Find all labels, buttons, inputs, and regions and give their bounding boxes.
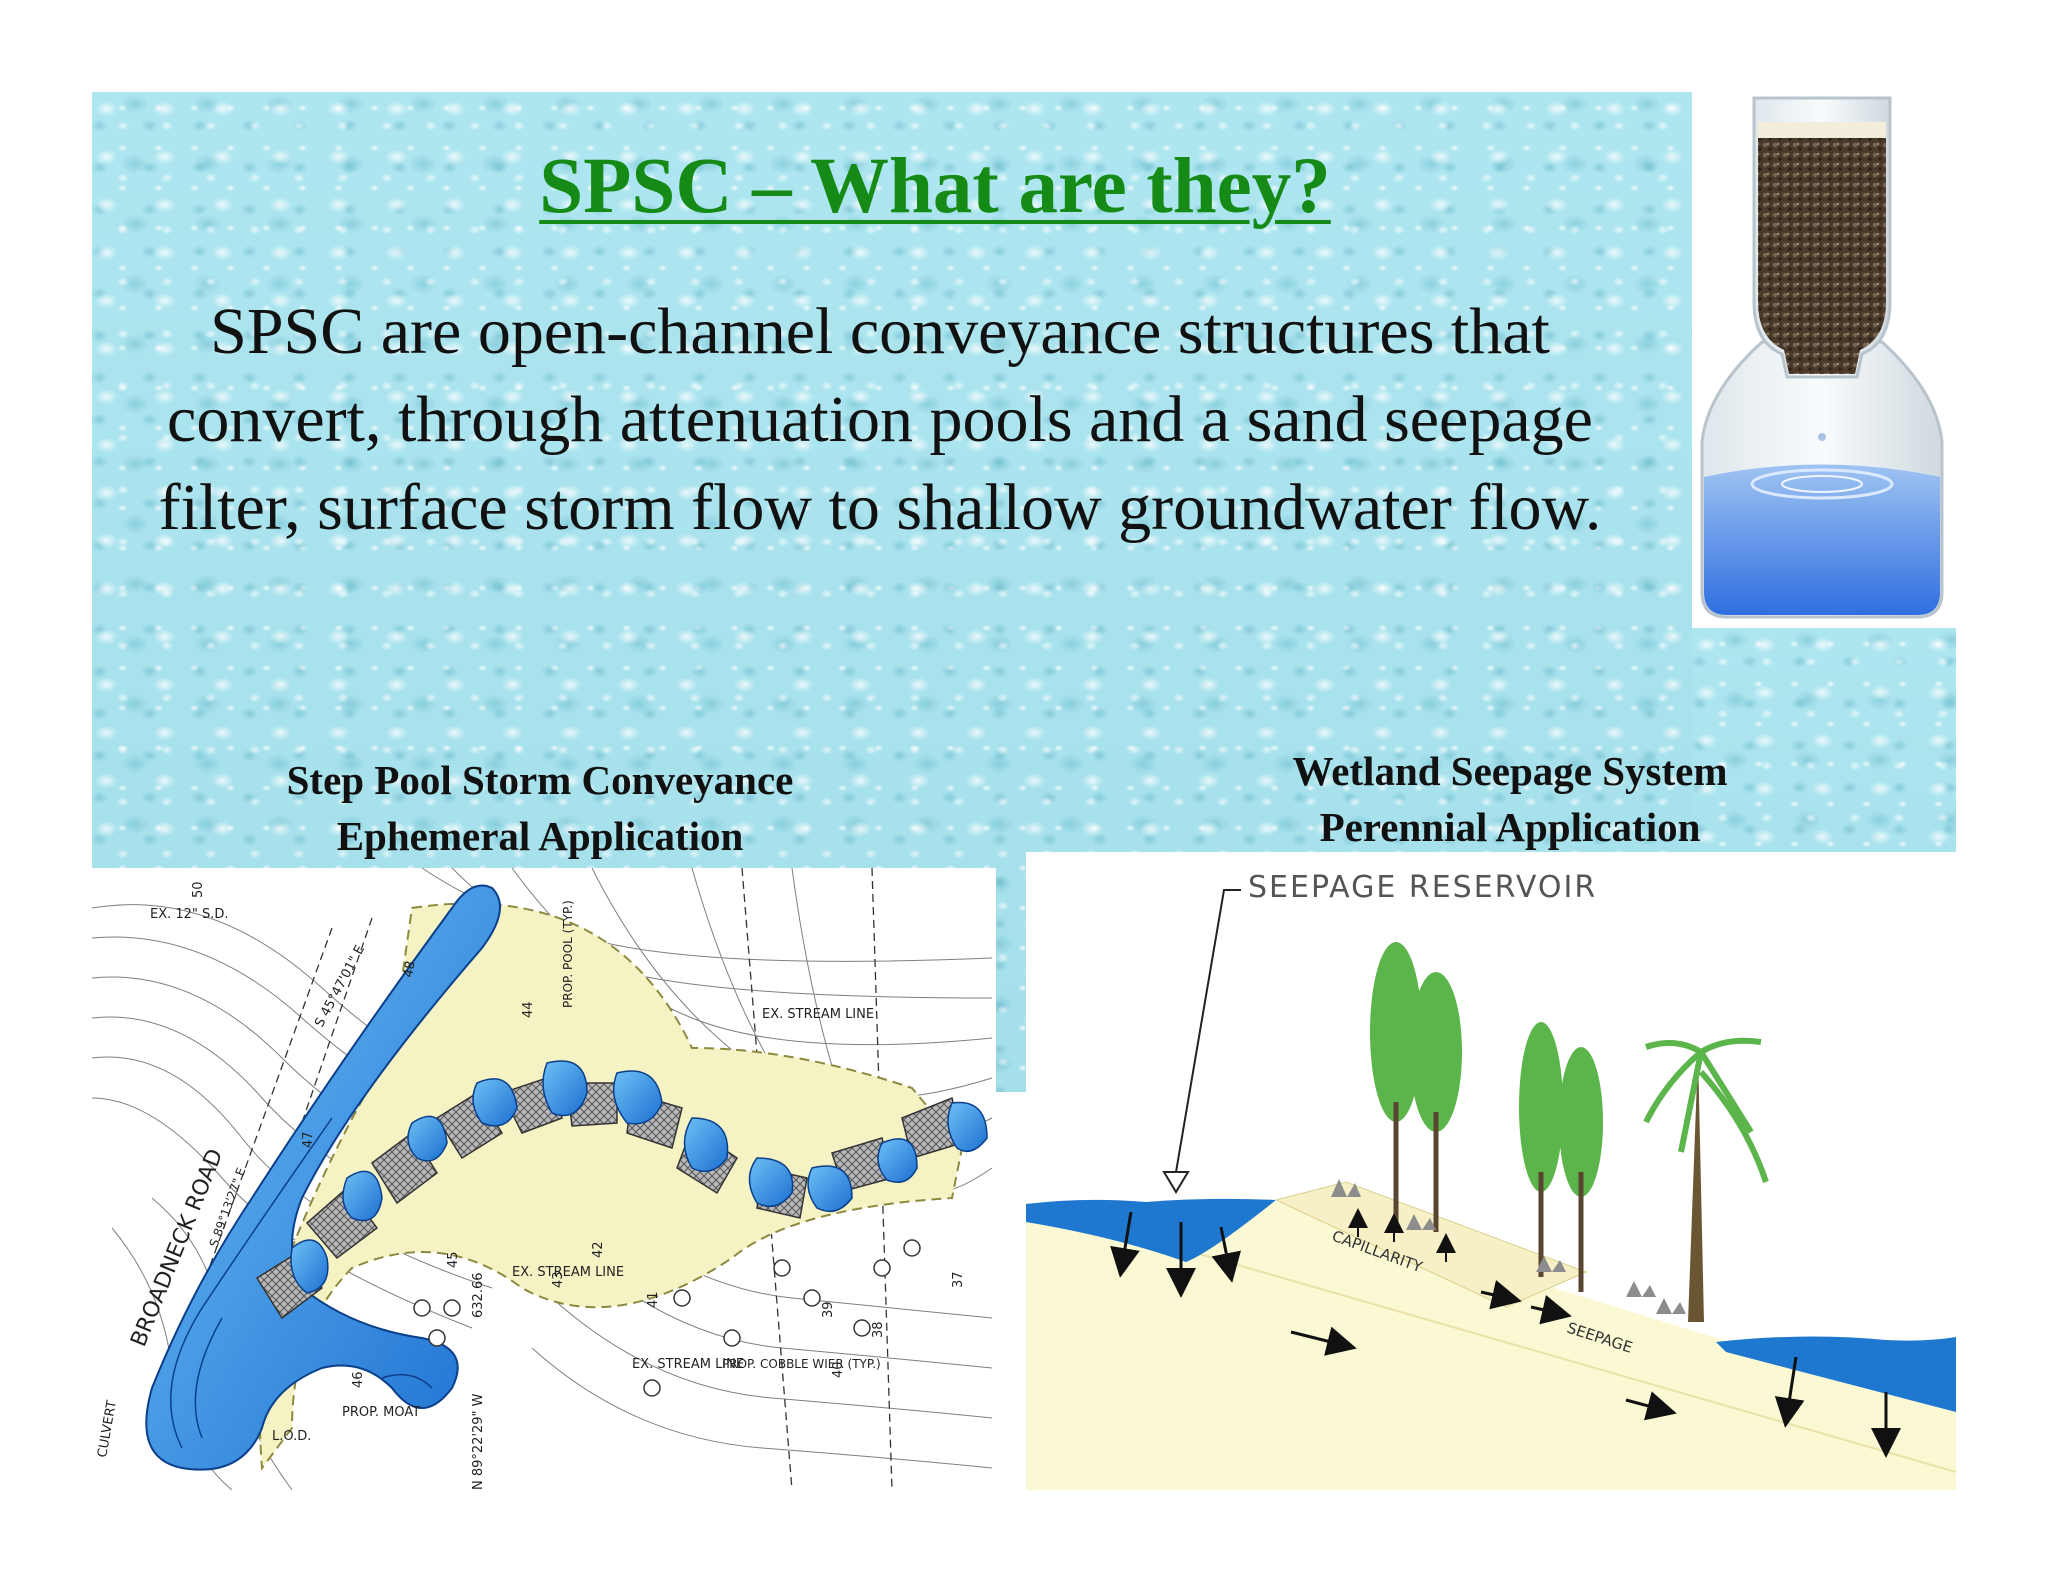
contour-tag: 38 [871,1321,886,1338]
contour-tag: 50 [191,881,206,898]
contour-tag: 46 [351,1371,366,1388]
contour-tag: 43 [551,1271,566,1288]
contour-tag: 37 [951,1271,966,1288]
contour-tag: 48 [401,960,419,979]
label-lod: L.O.D. [272,1429,311,1444]
svg-text:41: 41 [646,1291,661,1308]
contour-tag: 40 [831,1361,846,1378]
svg-text:45: 45 [446,1251,461,1268]
svg-text:47: 47 [301,1131,316,1148]
svg-text:42: 42 [591,1241,606,1258]
right-caption-line2: Perennial Application [1319,804,1701,850]
svg-text:39: 39 [821,1301,836,1318]
left-caption-line2: Ephemeral Application [336,813,744,859]
svg-text:44: 44 [521,1001,536,1018]
label-ex-stream-line-2: EX. STREAM LINE [762,1007,874,1022]
svg-text:40: 40 [831,1361,846,1378]
label-prop-moat: PROP. MOAT [342,1405,420,1420]
label-seepage-reservoir: SEEPAGE RESERVOIR [1248,870,1597,905]
svg-text:48: 48 [401,960,419,979]
contour-tag: 42 [591,1241,606,1258]
svg-text:50: 50 [191,881,206,898]
label-bearing-2: N 89°22'29" W [471,1393,486,1490]
label-ex-sd: EX. 12" S.D. [150,907,229,922]
svg-text:37: 37 [951,1271,966,1288]
right-caption-line1: Wetland Seepage System [1292,748,1728,794]
svg-text:46: 46 [351,1371,366,1388]
svg-text:43: 43 [551,1271,566,1288]
slide-description: SPSC are open-channel conveyance structu… [158,295,1602,544]
label-cobble-weir: PROP. COBBLE WIER (TYP.) [722,1357,881,1371]
label-ex-stream-line-3: EX. STREAM LINE [632,1357,744,1372]
contour-tag: 39 [821,1301,836,1318]
left-caption: Step Pool Storm Conveyance Ephemeral App… [200,752,880,864]
contour-tag: 45 [446,1251,461,1268]
step-pool-site-plan: BROADNECK ROAD CULVERT EX. 12" S.D. S 45… [92,868,996,1490]
wetland-seepage-diagram: SEEPAGE RESERVOIR CAPILLARITY SEEPAGE [1026,852,1956,1490]
contour-tag: 44 [521,1001,536,1018]
contour-tag: 47 [301,1131,316,1148]
label-ex-stream-line-1: EX. STREAM LINE [512,1265,624,1280]
contour-tag: 41 [646,1291,661,1308]
label-distance-1: 632.66 [471,1273,486,1319]
svg-text:38: 38 [871,1321,886,1338]
right-caption: Wetland Seepage System Perennial Applica… [1170,743,1850,855]
slide-title: SPSC – What are they? [539,143,1331,230]
label-culvert: CULVERT [95,1399,120,1458]
left-caption-line1: Step Pool Storm Conveyance [286,757,794,803]
sand-filter-bottle-icon [1692,92,1952,628]
label-prop-pool: PROP. POOL (TYP.) [561,900,575,1008]
